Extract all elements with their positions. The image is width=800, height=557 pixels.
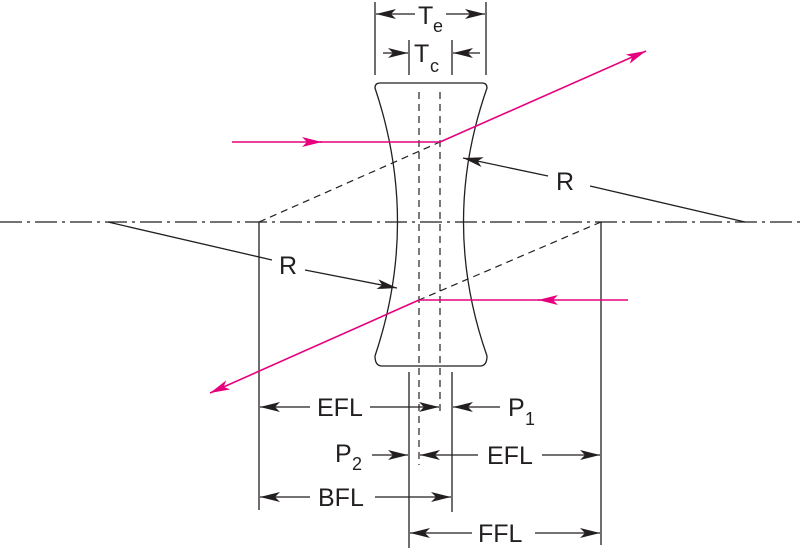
p1-label: P (508, 394, 525, 422)
efl-right-label: EFL (487, 442, 533, 470)
refracted-ray-lower (209, 299, 420, 394)
p2-subscript: 2 (352, 454, 362, 474)
virtual-ray-upper (258, 141, 441, 223)
biconcave-lens (374, 82, 488, 367)
radius-leader-bottom-line (107, 221, 273, 261)
te-subscript: e (433, 16, 443, 36)
p1-subscript: 1 (525, 409, 535, 429)
radius-label-top: R (556, 168, 574, 196)
refracted-ray-upper (439, 50, 647, 143)
radius-label-bottom: R (279, 252, 297, 280)
tc-subscript: c (430, 56, 439, 76)
tc-label: T (414, 40, 429, 68)
te-label: T (418, 2, 433, 30)
bfl-label: BFL (318, 484, 364, 512)
radius-leader-bottom-arrow (304, 269, 398, 290)
ffl-label: FFL (478, 520, 523, 548)
virtual-ray-lower (418, 221, 602, 301)
p2-label: P (335, 440, 352, 468)
radius-leader-top-arrow (462, 157, 549, 177)
radius-leader-top-line (589, 185, 746, 223)
efl-left-label: EFL (317, 394, 363, 422)
